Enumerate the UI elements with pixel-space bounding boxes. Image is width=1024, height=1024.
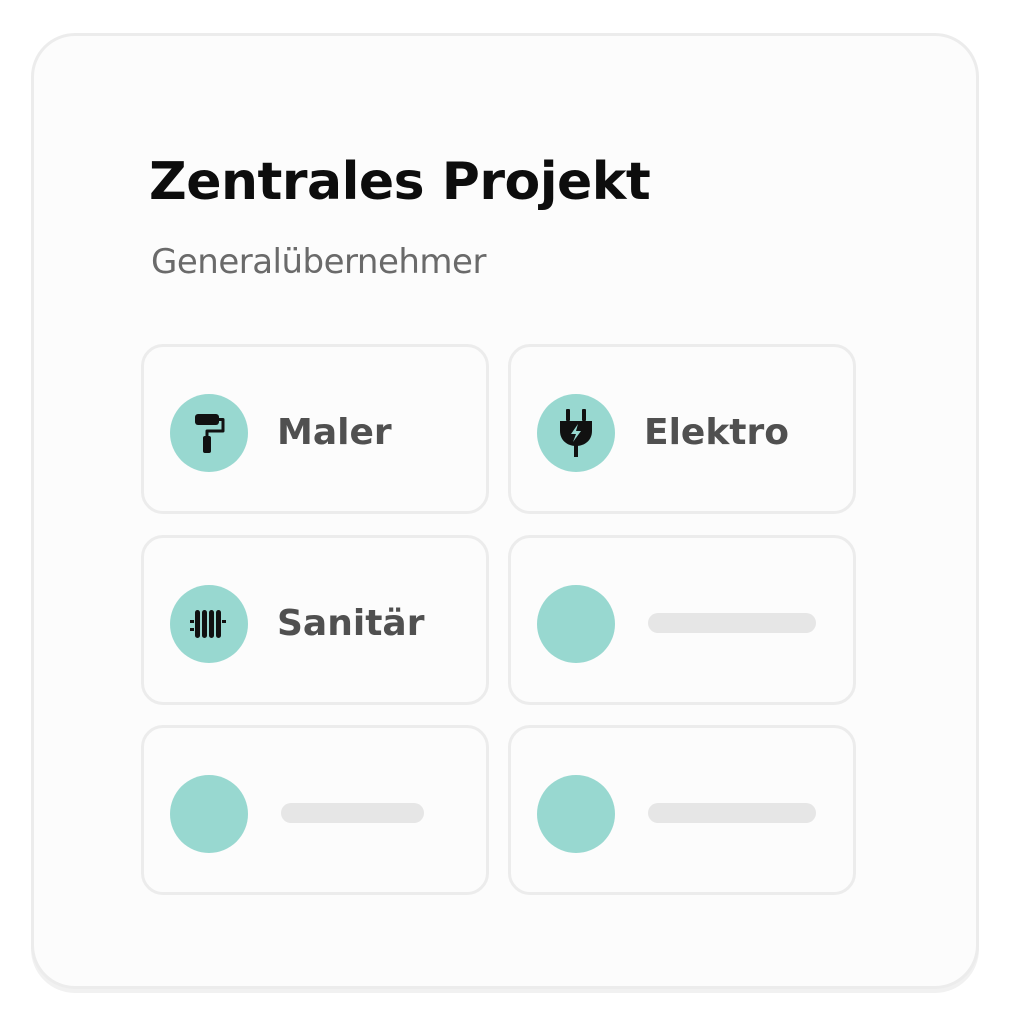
- trade-label-sanitaer: Sanitär: [277, 603, 425, 644]
- trade-tile-placeholder: [508, 725, 856, 895]
- project-subtitle: Generalübernehmer: [151, 242, 486, 282]
- trade-tile-placeholder: [141, 725, 489, 895]
- placeholder-avatar: [170, 775, 248, 853]
- placeholder-text-bar: [648, 803, 816, 823]
- paint-roller-icon: [170, 394, 248, 472]
- trade-label-maler: Maler: [277, 412, 392, 453]
- project-title: Zentrales Projekt: [149, 152, 651, 212]
- trade-tile-placeholder: [508, 535, 856, 705]
- radiator-icon: [170, 585, 248, 663]
- placeholder-avatar: [537, 775, 615, 853]
- placeholder-text-bar: [281, 803, 424, 823]
- plug-icon: [537, 394, 615, 472]
- trade-tile-elektro[interactable]: Elektro: [508, 344, 856, 514]
- trade-tile-sanitaer[interactable]: Sanitär: [141, 535, 489, 705]
- trade-tile-maler[interactable]: Maler: [141, 344, 489, 514]
- trade-label-elektro: Elektro: [644, 412, 789, 453]
- placeholder-avatar: [537, 585, 615, 663]
- placeholder-text-bar: [648, 613, 816, 633]
